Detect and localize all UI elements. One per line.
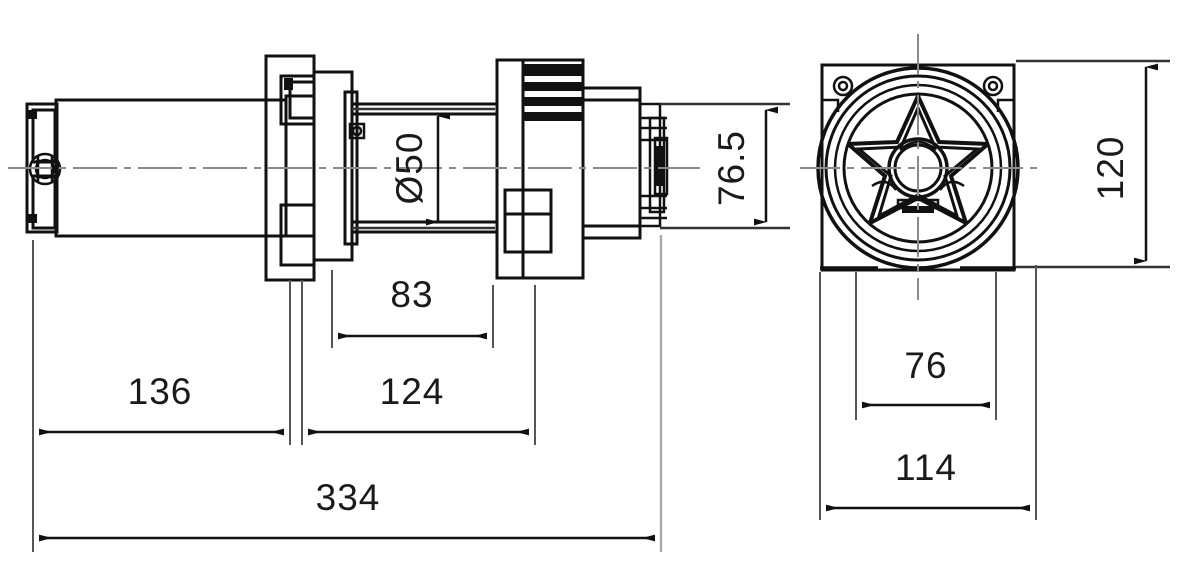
drum-keyway-marker — [348, 122, 366, 140]
dimension-136-label: 136 — [128, 371, 193, 412]
shaft-key — [654, 146, 664, 186]
dimension-76: 76 — [855, 272, 997, 420]
dimension-76-5: 76.5 — [660, 102, 790, 230]
dimension-83-label: 83 — [390, 274, 433, 315]
gearbox-boss — [284, 78, 293, 90]
dimension-120: 120 — [1016, 59, 1170, 269]
dimension-124-label: 124 — [380, 371, 445, 412]
dimension-83: 83 — [331, 270, 494, 348]
side-view — [8, 54, 700, 282]
dimension-76-label: 76 — [904, 345, 947, 386]
output-boss — [581, 86, 642, 240]
dimension-dia50-label: Ø50 — [389, 132, 430, 205]
dimension-114-label: 114 — [895, 447, 957, 488]
dimension-334-label: 334 — [316, 477, 381, 518]
dimension-124: 124 — [301, 280, 536, 445]
flange-bolt-holes — [832, 75, 1004, 97]
clutch-housing — [495, 58, 585, 280]
dimension-120-label: 120 — [1090, 136, 1131, 201]
dimension-136: 136 — [32, 240, 291, 445]
motor-rear-terminal-top — [27, 110, 37, 223]
dimension-76-5-label: 76.5 — [711, 130, 752, 206]
end-view — [800, 34, 1040, 300]
clutch-housing-ribs — [503, 188, 553, 254]
motor-rear-endcap — [25, 102, 59, 234]
dimension-dia50: Ø50 — [352, 107, 495, 230]
dimension-114: 114 — [819, 265, 1037, 520]
dimension-334: 334 — [32, 235, 663, 552]
